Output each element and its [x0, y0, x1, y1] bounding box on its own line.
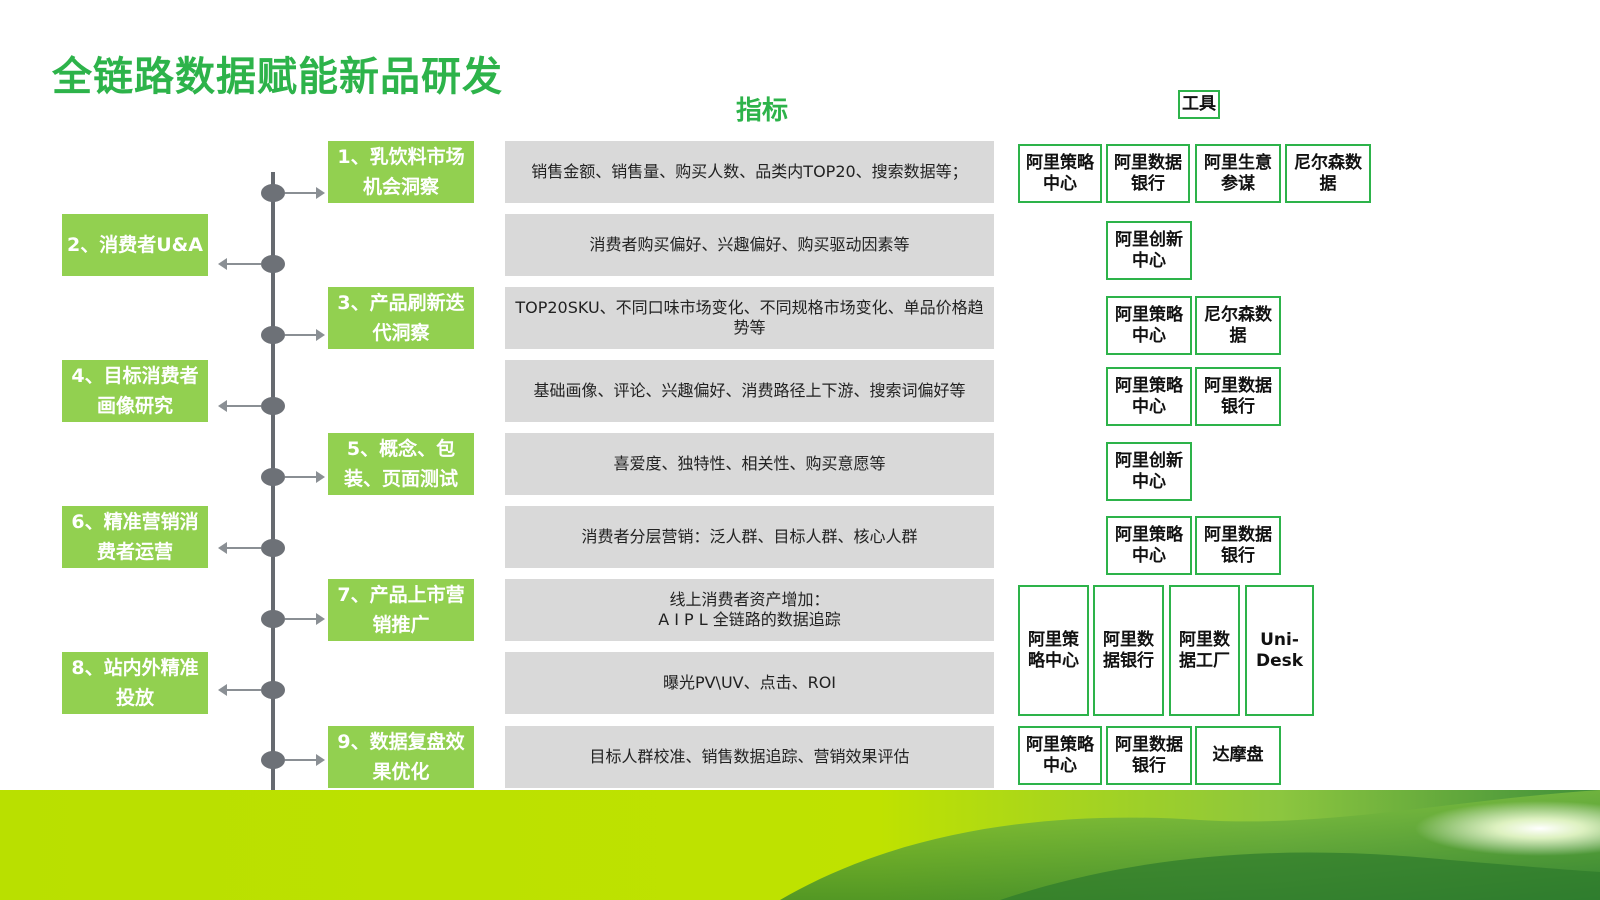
timeline-node	[261, 681, 285, 699]
page-title: 全链路数据赋能新品研发	[52, 54, 503, 100]
tool-box: 阿里数据工厂	[1169, 585, 1240, 716]
tool-box: 阿里策略中心	[1018, 726, 1102, 785]
metric-row-9: 目标人群校准、销售数据追踪、营销效果评估	[505, 726, 994, 788]
metric-row-6: 消费者分层营销：泛人群、目标人群、核心人群	[505, 506, 994, 568]
stage-5: 5、概念、包装、页面测试	[328, 433, 474, 495]
stage-2: 2、消费者U&A	[62, 214, 208, 276]
timeline-node	[261, 539, 285, 557]
arrow-left-icon	[218, 542, 261, 554]
metric-row-5: 喜爱度、独特性、相关性、购买意愿等	[505, 433, 994, 495]
arrow-right-icon	[285, 329, 325, 341]
timeline-node	[261, 468, 285, 486]
arrow-left-icon	[218, 684, 261, 696]
arrow-right-icon	[285, 471, 325, 483]
tool-box: Uni-Desk	[1245, 585, 1314, 716]
arrow-left-icon	[218, 400, 261, 412]
stage-1: 1、乳饮料市场机会洞察	[328, 141, 474, 203]
tool-box: 阿里数据银行	[1106, 726, 1192, 785]
timeline-node	[261, 610, 285, 628]
tool-box: 阿里策略中心	[1106, 516, 1192, 575]
metric-row-7: 线上消费者资产增加： A I P L 全链路的数据追踪	[505, 579, 994, 641]
metric-row-1: 销售金额、销售量、购买人数、品类内TOP20、搜索数据等；	[505, 141, 994, 203]
tool-box: 阿里数据银行	[1195, 516, 1281, 575]
tool-box: 阿里数据银行	[1106, 144, 1190, 203]
metric-row-8: 曝光PV\UV、点击、ROI	[505, 652, 994, 714]
timeline-node	[261, 397, 285, 415]
timeline-node	[261, 751, 285, 769]
tool-box: 阿里策略中心	[1106, 296, 1192, 355]
stage-4: 4、目标消费者画像研究	[62, 360, 208, 422]
timeline-node	[261, 255, 285, 273]
landscape-background	[0, 790, 1600, 900]
tool-box: 阿里创新中心	[1106, 221, 1192, 280]
stage-6: 6、精准营销消费者运营	[62, 506, 208, 568]
tool-box: 阿里策略中心	[1018, 144, 1102, 203]
tools-header: 工具	[1178, 90, 1220, 119]
tool-box: 阿里数据银行	[1195, 367, 1281, 426]
stage-7: 7、产品上市营销推广	[328, 579, 474, 641]
metric-row-4: 基础画像、评论、兴趣偏好、消费路径上下游、搜索词偏好等	[505, 360, 994, 422]
timeline-node	[261, 326, 285, 344]
tool-box: 尼尔森数据	[1285, 144, 1371, 203]
tool-box: 阿里创新中心	[1106, 442, 1192, 501]
stage-3: 3、产品刷新迭代洞察	[328, 287, 474, 349]
tool-box: 达摩盘	[1195, 726, 1281, 785]
indicator-header: 指标	[736, 96, 789, 126]
arrow-right-icon	[285, 754, 325, 766]
tool-box: 尼尔森数据	[1195, 296, 1281, 355]
arrow-left-icon	[218, 258, 261, 270]
tool-box: 阿里生意参谋	[1195, 144, 1281, 203]
metric-row-2: 消费者购买偏好、兴趣偏好、购买驱动因素等	[505, 214, 994, 276]
stage-8: 8、站内外精准投放	[62, 652, 208, 714]
metric-row-3: TOP20SKU、不同口味市场变化、不同规格市场变化、单品价格趋势等	[505, 287, 994, 349]
tool-box: 阿里策略中心	[1018, 585, 1089, 716]
arrow-right-icon	[285, 187, 325, 199]
tool-box: 阿里策略中心	[1106, 367, 1192, 426]
arrow-right-icon	[285, 613, 325, 625]
stage-9: 9、数据复盘效果优化	[328, 726, 474, 788]
timeline-node	[261, 184, 285, 202]
tool-box: 阿里数据银行	[1093, 585, 1164, 716]
